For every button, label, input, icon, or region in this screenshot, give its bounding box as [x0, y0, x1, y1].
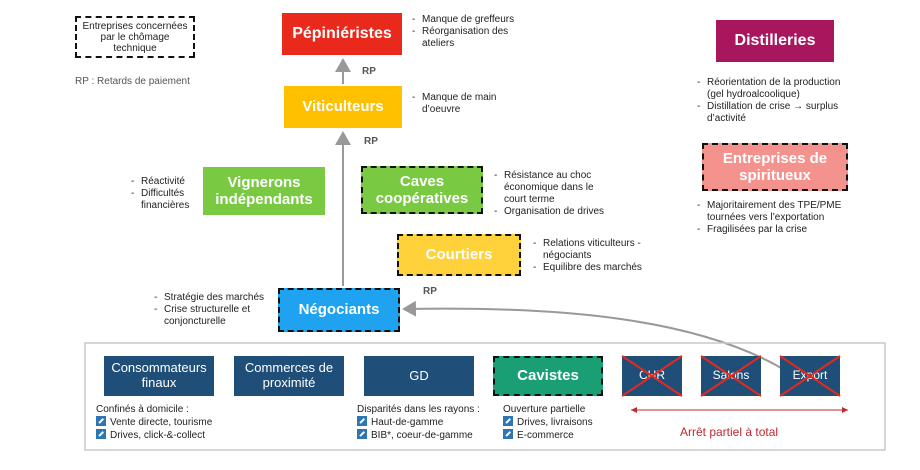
notes-courtiers: Relations viticulteurs - négociants Equi… — [533, 238, 653, 274]
arrow-export-to-negociants — [402, 300, 789, 373]
notes-consommateurs: Confinés à domicile : Vente directe, tou… — [96, 404, 212, 442]
rp-label-3: RP — [423, 286, 437, 297]
channel-cavistes: Cavistes — [493, 356, 603, 396]
check-icon — [503, 416, 513, 426]
note: Equilibre des marchés — [533, 262, 653, 274]
note: Drives, click-&-collect — [110, 430, 206, 441]
rp-label-2: RP — [364, 136, 378, 147]
check-icon — [96, 429, 106, 439]
notes-vignerons: Réactivité Difficultés financières — [131, 176, 201, 212]
note: Difficultés financières — [131, 188, 201, 212]
note: Fragilisées par la crise — [697, 224, 867, 236]
notes-distilleries: Réorientation de la production (gel hydr… — [697, 77, 857, 125]
note: Relations viticulteurs - négociants — [533, 238, 653, 262]
note: Résistance au choc économique dans le co… — [494, 170, 614, 206]
note: Organisation de drives — [494, 206, 614, 218]
arret-label: Arrêt partiel à total — [680, 425, 779, 439]
notes-cavistes: Ouverture partielle Drives, livraisons E… — [503, 404, 593, 442]
notes-pepinieristes: Manque de greffeurs Réorganisation des a… — [412, 14, 532, 50]
notes-negociants: Stratégie des marchés Crise structurelle… — [154, 292, 276, 328]
check-icon — [357, 429, 367, 439]
channels-frame — [84, 342, 886, 451]
note: Drives, livraisons — [517, 417, 593, 428]
node-courtiers: Courtiers — [397, 234, 521, 276]
note: Manque de greffeurs — [412, 14, 532, 26]
note-title: Ouverture partielle — [503, 404, 586, 415]
channel-commerces: Commerces de proximité — [234, 356, 344, 396]
check-icon — [357, 416, 367, 426]
note: Crise structurelle et conjoncturelle — [154, 304, 276, 328]
note: Haut-de-gamme — [371, 417, 444, 428]
legend-dashed-label: Entreprises concernées par le chômage te… — [82, 20, 188, 54]
node-spiritueux: Entreprises de spiritueux — [702, 143, 848, 191]
notes-spiritueux: Majoritairement des TPE/PME tournées ver… — [697, 200, 867, 236]
note: E-commerce — [517, 430, 574, 441]
node-viticulteurs: Viticulteurs — [284, 86, 402, 128]
legend-dashed-box: Entreprises concernées par le chômage te… — [75, 16, 195, 58]
notes-caves: Résistance au choc économique dans le co… — [494, 170, 614, 218]
rp-label-1: RP — [362, 66, 376, 77]
node-negociants: Négociants — [278, 288, 400, 332]
node-vignerons: Vignerons indépendants — [203, 167, 325, 215]
check-icon — [503, 429, 513, 439]
note: Réorientation de la production (gel hydr… — [697, 77, 857, 101]
legend-rp: RP : Retards de paiement — [75, 76, 190, 87]
note-title: Disparités dans les rayons : — [357, 404, 480, 415]
notes-gd: Disparités dans les rayons : Haut-de-gam… — [357, 404, 480, 442]
note-title: Confinés à domicile : — [96, 404, 189, 415]
note: BIB*, coeur-de-gamme — [371, 430, 473, 441]
note: Manque de main d’oeuvre — [412, 92, 512, 116]
note: Majoritairement des TPE/PME tournées ver… — [697, 200, 867, 224]
node-caves-cooperatives: Caves coopératives — [361, 166, 483, 214]
check-icon — [96, 416, 106, 426]
node-pepinieristes: Pépiniéristes — [282, 13, 402, 55]
note: Stratégie des marchés — [154, 292, 276, 304]
node-distilleries: Distilleries — [716, 20, 834, 62]
note: Vente directe, tourisme — [110, 417, 213, 428]
channel-gd: GD — [364, 356, 474, 396]
note: Distillation de crise → surplus d’activi… — [697, 101, 857, 125]
note: Réactivité — [131, 176, 201, 188]
notes-viticulteurs: Manque de main d’oeuvre — [412, 92, 512, 116]
channel-consommateurs: Consommateurs finaux — [104, 356, 214, 396]
note: Réorganisation des ateliers — [412, 26, 532, 50]
